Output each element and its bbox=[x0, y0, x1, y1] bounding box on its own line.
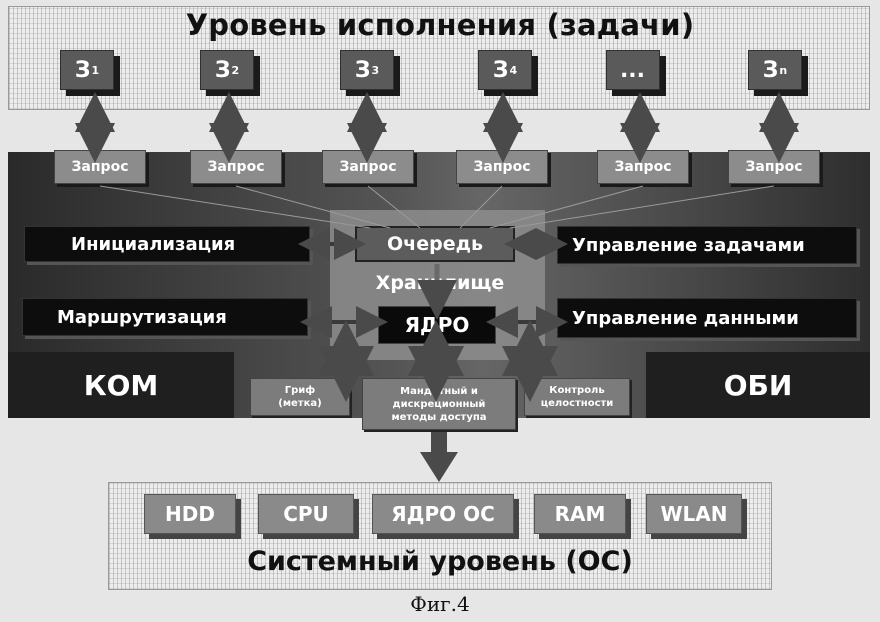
routing-box: Маршрутизация bbox=[22, 298, 308, 336]
queue-box: Очередь bbox=[355, 226, 515, 262]
hw-cpu: CPU bbox=[258, 494, 354, 534]
execution-level-title: Уровень исполнения (задачи) bbox=[185, 8, 695, 42]
security-label-line1: Гриф bbox=[284, 385, 316, 396]
task-box-ellipsis: ... bbox=[606, 50, 660, 90]
request-box-5: Запрос bbox=[597, 150, 689, 184]
integrity-control-line2: целостности bbox=[540, 398, 614, 409]
request-box-3: Запрос bbox=[322, 150, 414, 184]
request-queue-lines bbox=[99, 185, 775, 229]
hw-wlan: WLAN bbox=[646, 494, 742, 534]
execution-level-panel bbox=[8, 6, 870, 110]
task-request-arrows bbox=[75, 92, 799, 163]
access-methods-line2: дискреционный bbox=[392, 398, 486, 410]
request-box-2: Запрос bbox=[190, 150, 282, 184]
kernel-mechanism-arrows bbox=[318, 320, 558, 402]
obi-block: ОБИ bbox=[646, 352, 870, 418]
figure-caption: Фиг.4 bbox=[410, 592, 470, 616]
down-to-system-arrow bbox=[420, 432, 458, 482]
data-management-box: Управление данными bbox=[557, 298, 857, 338]
integrity-control-line1: Контроль bbox=[549, 385, 605, 396]
task-management-box: Управление задачами bbox=[557, 226, 857, 264]
system-level-title: Системный уровень (ОС) bbox=[247, 546, 633, 577]
hw-hdd: HDD bbox=[144, 494, 236, 534]
core-horizontal-arrows bbox=[298, 228, 568, 338]
hw-ram: RAM bbox=[534, 494, 626, 534]
security-label-line2: (метка) bbox=[278, 398, 322, 409]
kom-block: КОМ bbox=[8, 352, 234, 418]
hw-os-kernel: ЯДРО ОС bbox=[372, 494, 514, 534]
access-methods-line3: методы доступа bbox=[391, 411, 487, 423]
